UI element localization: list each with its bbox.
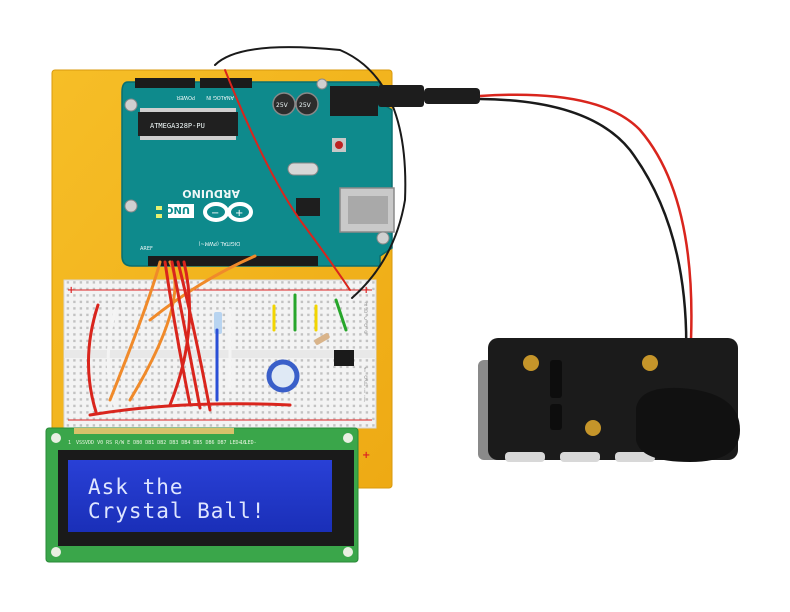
- svg-text:+: +: [235, 208, 243, 219]
- screw-top-right: [642, 355, 658, 371]
- svg-text:−: −: [211, 208, 219, 219]
- power-label: POWER: [176, 94, 195, 100]
- row-letter: a: [364, 301, 368, 308]
- row-letter: g: [364, 374, 368, 381]
- power-cable: [378, 85, 693, 361]
- crystal-oscillator: [287, 162, 319, 176]
- plus-mark-bottom-right: +: [362, 450, 370, 461]
- row-letter: f: [364, 367, 367, 374]
- analog-label: ANALOG IN: [206, 94, 234, 100]
- digital-header: [148, 256, 318, 266]
- aref-label: AREF: [140, 246, 153, 252]
- tilt-sensor: [334, 350, 354, 366]
- lcd-pin-16: 16: [240, 440, 246, 446]
- microcontroller-chip: [138, 112, 238, 136]
- row-letter: d: [364, 322, 368, 329]
- resistor: [314, 333, 330, 345]
- tilt-ball-sensor: [266, 359, 300, 393]
- arduino-brand: ARDUINO: [182, 187, 240, 200]
- power-jack: [330, 86, 378, 116]
- digital-label: DIGITAL (PWM~): [198, 240, 240, 246]
- row-letters: a b c d e f g h i j: [363, 301, 368, 402]
- lcd-pin-1: 1: [68, 440, 71, 446]
- cap-label-left: 25V: [276, 102, 289, 109]
- plus-mark-top-right: +: [362, 285, 370, 296]
- capacitor-right: [295, 92, 319, 116]
- potentiometer-resistor: [214, 312, 222, 334]
- lcd-line-2: Crystal Ball!: [88, 499, 265, 523]
- battery-holder: [478, 338, 740, 462]
- lcd-module: VSSVDD V0 RS R/W E DB0 DB1 DB2 DB3 DB4 D…: [45, 427, 359, 563]
- row-letter: h: [364, 381, 368, 388]
- row-letter: c: [364, 315, 367, 322]
- arduino-model: UNO: [165, 204, 190, 215]
- screw-bottom: [585, 420, 601, 436]
- battery-snap-connector: [636, 387, 740, 462]
- row-letter: b: [364, 308, 368, 315]
- arduino-board: ATMEGA328P-PU 25V 25V − + ARDUINO UNO: [121, 78, 395, 267]
- power-header: [135, 78, 195, 88]
- plus-mark-top-left: +: [67, 285, 75, 296]
- row-letter: i: [364, 388, 366, 395]
- cap-label-right: 25V: [299, 102, 312, 109]
- row-letter: e: [364, 329, 368, 336]
- row-letter: j: [363, 395, 366, 402]
- lcd-pin-header: [74, 428, 234, 434]
- screw-top-left: [523, 355, 539, 371]
- lcd-pin-labels: VSSVDD V0 RS R/W E DB0 DB1 DB2 DB3 DB4 D…: [76, 440, 257, 446]
- capacitor-left: [272, 92, 296, 116]
- arduino-logo-icon: − +: [203, 202, 253, 222]
- lcd-screen: [68, 460, 332, 532]
- lcd-line-1: Ask the: [88, 475, 184, 499]
- chip-label: ATMEGA328P-PU: [150, 122, 205, 130]
- analog-header: [200, 78, 252, 88]
